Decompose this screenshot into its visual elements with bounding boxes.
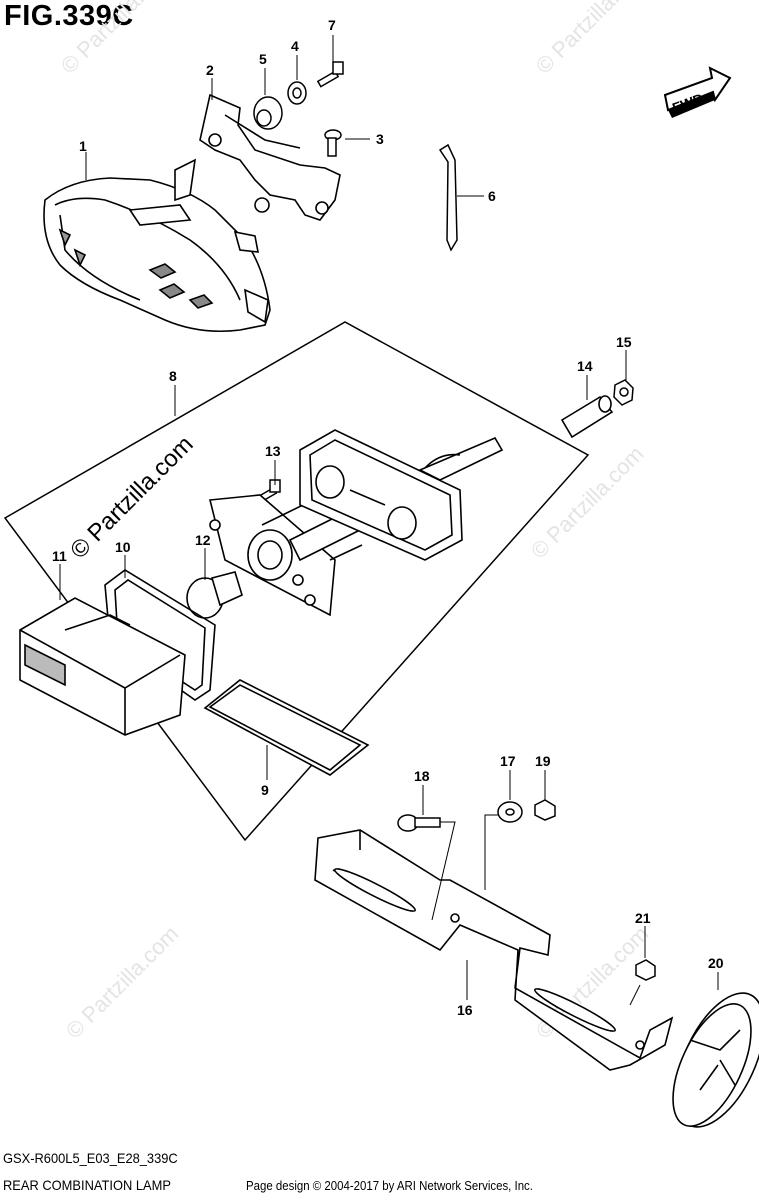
washer-part-17: [497, 801, 523, 823]
reflector-part-20: [672, 992, 759, 1128]
callout-19: 19: [535, 753, 551, 769]
watermark-text: © Partzilla.com: [526, 441, 649, 564]
callout-12: 12: [195, 532, 211, 548]
callout-9: 9: [261, 782, 269, 798]
callout-7: 7: [328, 17, 336, 33]
copyright-notice: Page design © 2004-2017 by ARI Network S…: [246, 1178, 533, 1193]
lamp-bracket: [199, 93, 341, 221]
callout-17: 17: [500, 753, 516, 769]
nut-part-15: [613, 379, 634, 406]
group-name: REAR COMBINATION LAMP: [3, 1177, 171, 1193]
watermark-text: © Partzilla.com: [61, 921, 184, 1044]
leader-lines: [59, 35, 719, 1006]
callout-6: 6: [488, 188, 496, 204]
grommet-part-5: [253, 96, 283, 130]
callout-11: 11: [52, 548, 67, 564]
callout-8: 8: [169, 368, 177, 384]
callout-16: 16: [457, 1002, 473, 1018]
nut-part-21: [635, 959, 656, 981]
callout-14: 14: [577, 358, 593, 374]
cable-tie-part-6: [438, 143, 458, 252]
callout-numbers: 1 2 3 4 5 6 7 8 9 10 11 12 13 14 15 16 1…: [52, 17, 724, 1018]
assembly-frame: [3, 321, 590, 842]
callout-4: 4: [291, 38, 299, 54]
spacer-part-14: [560, 395, 614, 439]
callout-18: 18: [414, 768, 430, 784]
plate-part-9: [203, 679, 370, 776]
bolt-part-7: [316, 61, 344, 88]
washer-part-4: [287, 81, 307, 105]
watermark-text: © Partzilla.com: [56, 0, 179, 79]
tail-lamp-housing: [43, 158, 271, 333]
callout-5: 5: [259, 51, 267, 67]
callout-2: 2: [206, 62, 214, 78]
license-lamp-housing: [299, 429, 504, 561]
fwd-arrow-icon: FWD: [663, 66, 732, 118]
bulb-part-12: [186, 571, 243, 619]
callout-3: 3: [376, 131, 384, 147]
nut-part-19: [534, 799, 556, 821]
model-code: GSX-R600L5_E03_E28_339C: [3, 1150, 178, 1166]
callout-1: 1: [79, 138, 87, 154]
callout-20: 20: [708, 955, 724, 971]
lamp-socket-plate: [208, 494, 363, 617]
screw-part-3: [324, 129, 342, 157]
callout-21: 21: [635, 910, 651, 926]
bolt-part-18: [397, 814, 441, 832]
callout-15: 15: [616, 334, 632, 350]
lens-part-11: [19, 597, 186, 736]
bracket-part-16: [314, 829, 674, 1071]
callout-13: 13: [265, 443, 281, 459]
figure-title: FIG.339C: [4, 0, 134, 32]
watermark-text-dark: © Partzilla.com: [65, 431, 198, 564]
callout-10: 10: [115, 539, 131, 555]
watermark-text: © Partzilla.com: [531, 0, 654, 79]
